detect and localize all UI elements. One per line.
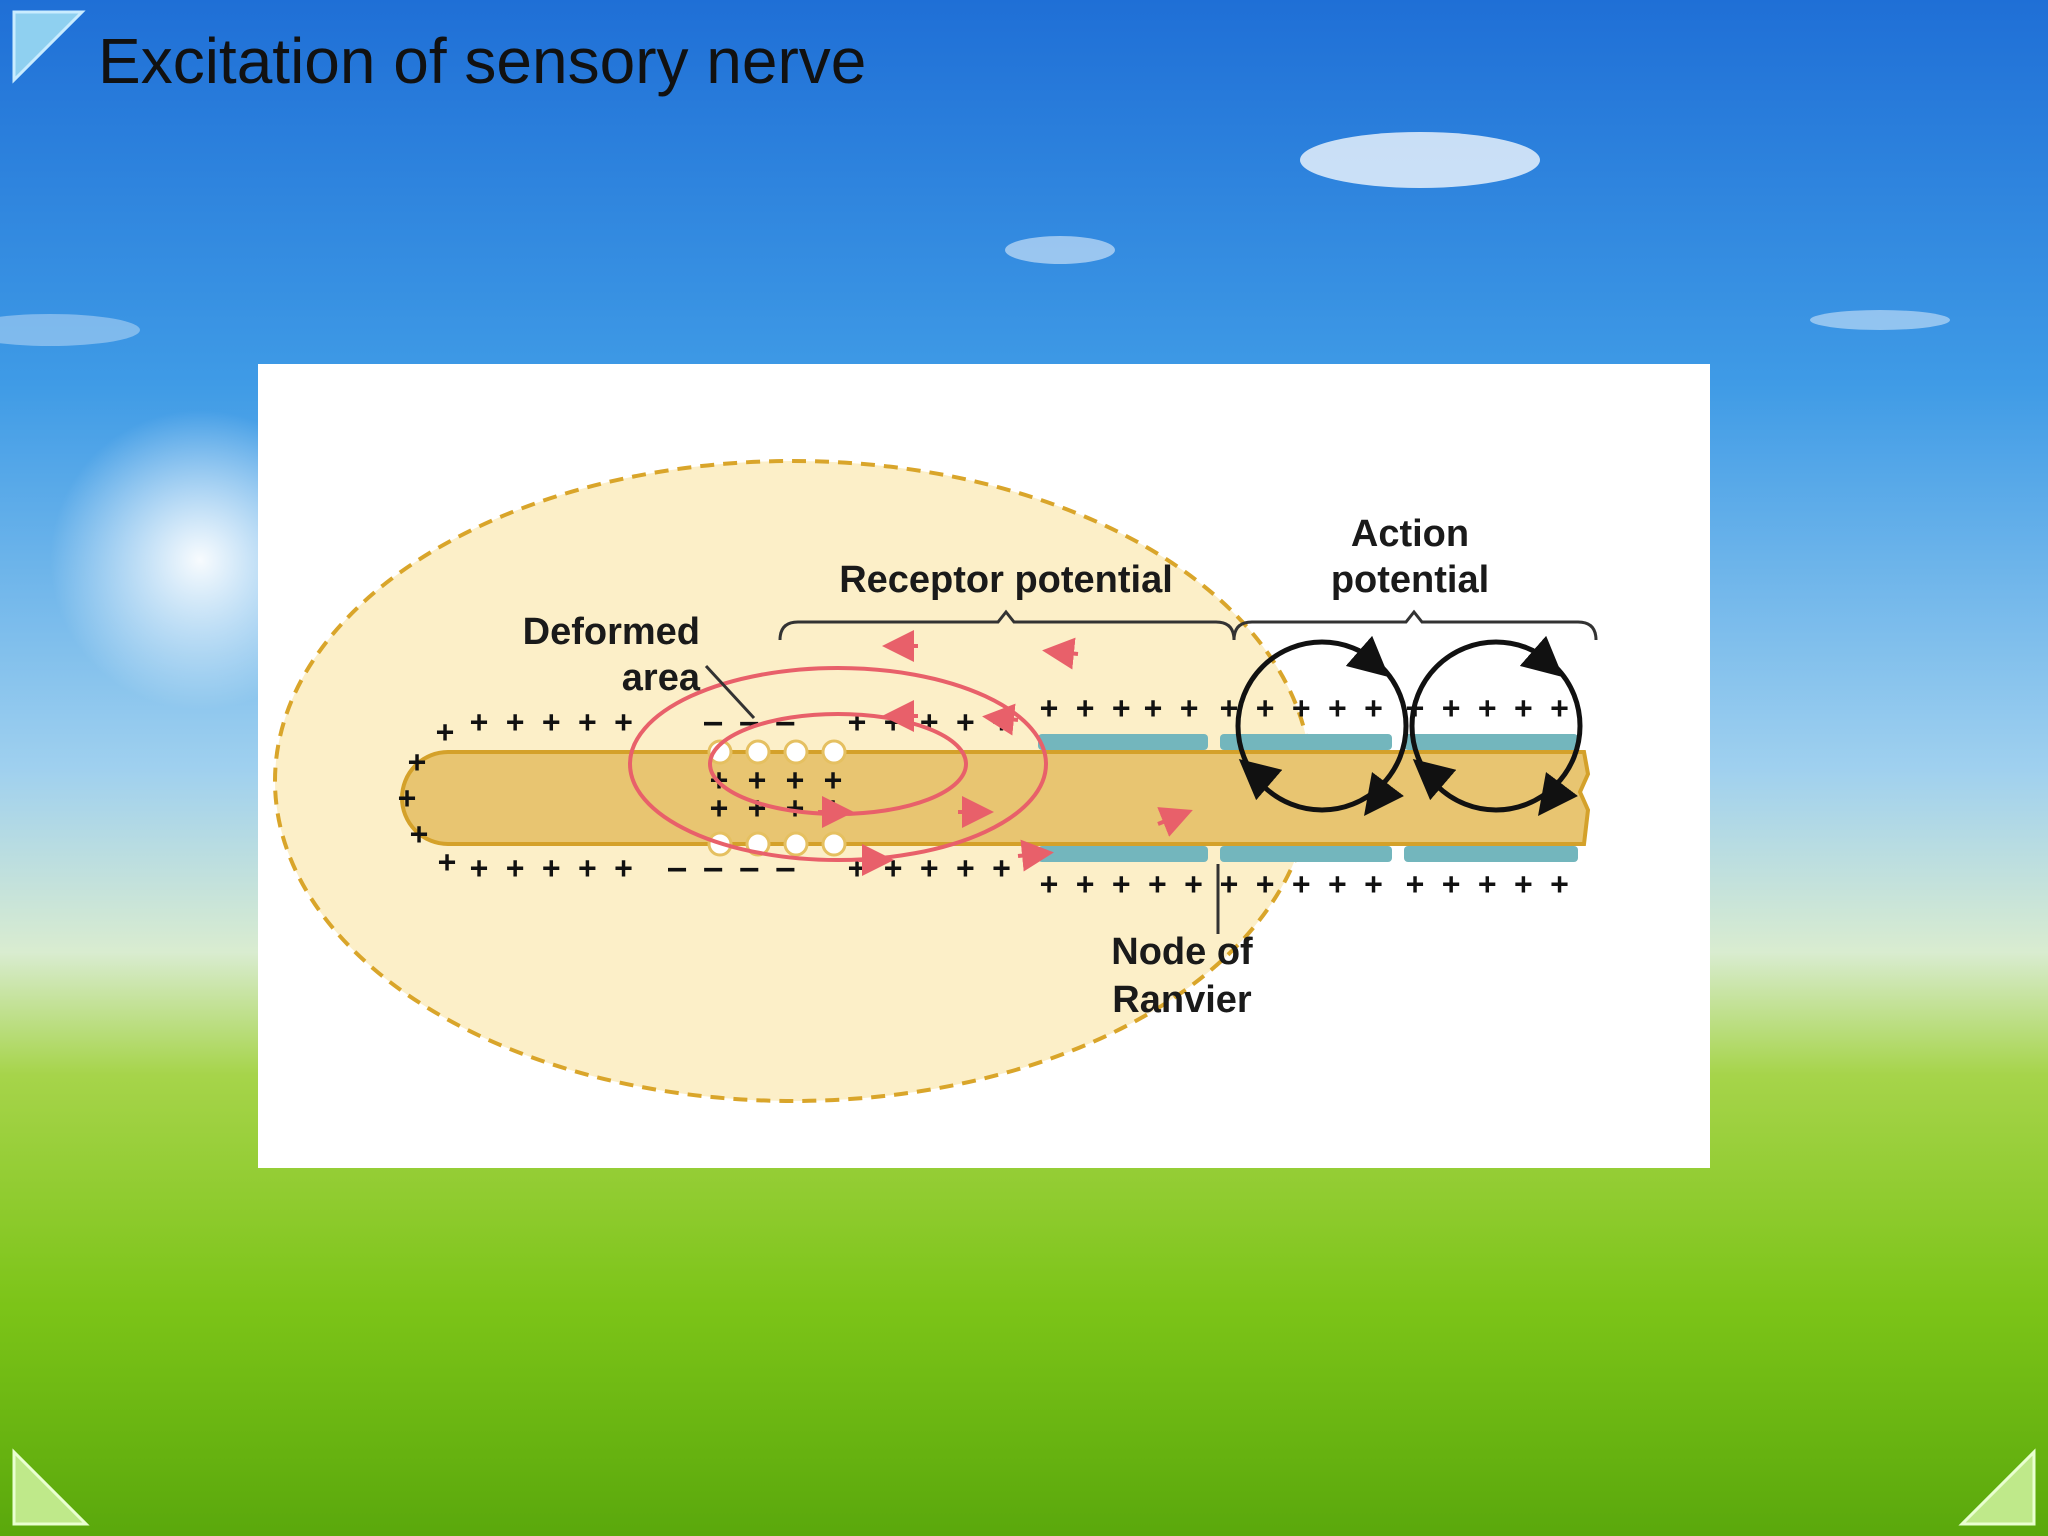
- svg-text:+ + + + +: + + + + +: [1220, 867, 1383, 902]
- svg-text:– – –: – – –: [704, 705, 795, 740]
- receptor-potential-label: Receptor potential: [839, 559, 1173, 601]
- corner-triangle-bottom-right: [1958, 1448, 2036, 1526]
- myelin-sheath: [1038, 734, 1578, 862]
- svg-text:+: +: [398, 781, 416, 816]
- tip-charges: + + + + +: [398, 715, 456, 880]
- svg-text:+ + + + +: + + + + +: [848, 851, 1011, 886]
- node-of-ranvier-label-line1: Node of: [1111, 931, 1253, 973]
- action-potential-label-line2: potential: [1331, 559, 1489, 601]
- svg-text:+: +: [824, 791, 842, 826]
- svg-text:+: +: [748, 791, 766, 826]
- svg-text:+ + + + +: + + + + +: [1406, 691, 1569, 726]
- deformed-area-channels: [707, 739, 847, 857]
- corner-triangle-bottom-left: [12, 1448, 90, 1526]
- slide-title: Excitation of sensory nerve: [98, 25, 867, 97]
- svg-text:+ + + + +: + + + + +: [1040, 867, 1203, 902]
- svg-text:+: +: [436, 715, 454, 750]
- corner-triangle-top-left: [12, 10, 86, 84]
- action-potential-label-line1: Action: [1351, 513, 1469, 555]
- svg-text:+: +: [748, 763, 766, 798]
- action-potential-loops: [1235, 635, 1583, 816]
- svg-text:+ + + + +: + + + + +: [470, 705, 633, 740]
- sensory-nerve-diagram: + + + + + + + + + + + + + + + + + + – – …: [273, 459, 1598, 1103]
- receptor-current-loops: [628, 630, 1193, 876]
- svg-text:+: +: [824, 763, 842, 798]
- svg-text:+: +: [408, 745, 426, 780]
- svg-text:+: +: [786, 791, 804, 826]
- brace-lines: [704, 609, 1598, 934]
- svg-text:+: +: [710, 791, 728, 826]
- svg-text:+ +: + +: [1144, 691, 1198, 726]
- svg-text:+ + + + +: + + + + +: [1220, 691, 1383, 726]
- top-membrane-charges: + + + + + – – – + + + + + + + + + + + + …: [470, 691, 1569, 740]
- bottom-membrane-charges: + + + + + – – – – + + + + + + + + + + + …: [470, 851, 1569, 902]
- diagram-frame: + + + + + + + + + + + + + + + + + + – – …: [258, 364, 1710, 1168]
- svg-text:+: +: [786, 763, 804, 798]
- svg-text:+ + + + +: + + + + +: [1406, 867, 1569, 902]
- deformed-area-label-line1: Deformed: [523, 611, 700, 653]
- cloud: [0, 314, 140, 346]
- cloud: [1810, 310, 1950, 330]
- svg-text:+ + + + +: + + + + +: [848, 705, 1011, 740]
- svg-text:+: +: [438, 845, 456, 880]
- svg-text:+ + +: + + +: [1040, 691, 1130, 726]
- cloud: [1300, 132, 1540, 188]
- node-of-ranvier-label-line2: Ranvier: [1112, 979, 1252, 1021]
- axon: [400, 750, 1591, 846]
- cloud: [1005, 236, 1115, 264]
- svg-text:+ + + + +: + + + + +: [470, 851, 633, 886]
- svg-text:+: +: [410, 817, 428, 852]
- deformed-area-label-line2: area: [622, 657, 701, 699]
